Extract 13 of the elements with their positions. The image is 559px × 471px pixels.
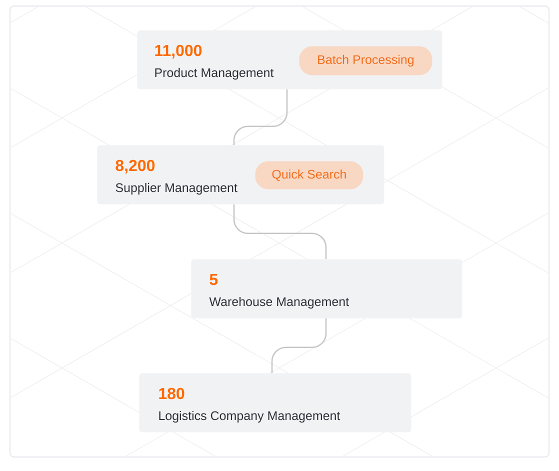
count-value: 5 xyxy=(210,274,218,286)
count-value: 11,000 xyxy=(155,44,202,58)
connector-line xyxy=(233,89,288,145)
count-value: 180 xyxy=(159,388,184,400)
count-value: 8,200 xyxy=(116,160,155,174)
connector-line xyxy=(233,204,327,259)
feature-tag: Quick Search xyxy=(255,161,364,190)
module-title: Logistics Company Management xyxy=(159,410,340,423)
module-title: Warehouse Management xyxy=(209,296,349,309)
connector-line xyxy=(271,318,327,373)
module-title: Product Management xyxy=(155,68,274,80)
module-title: Supplier Management xyxy=(116,182,238,195)
feature-tag: Batch Processing xyxy=(299,46,432,76)
